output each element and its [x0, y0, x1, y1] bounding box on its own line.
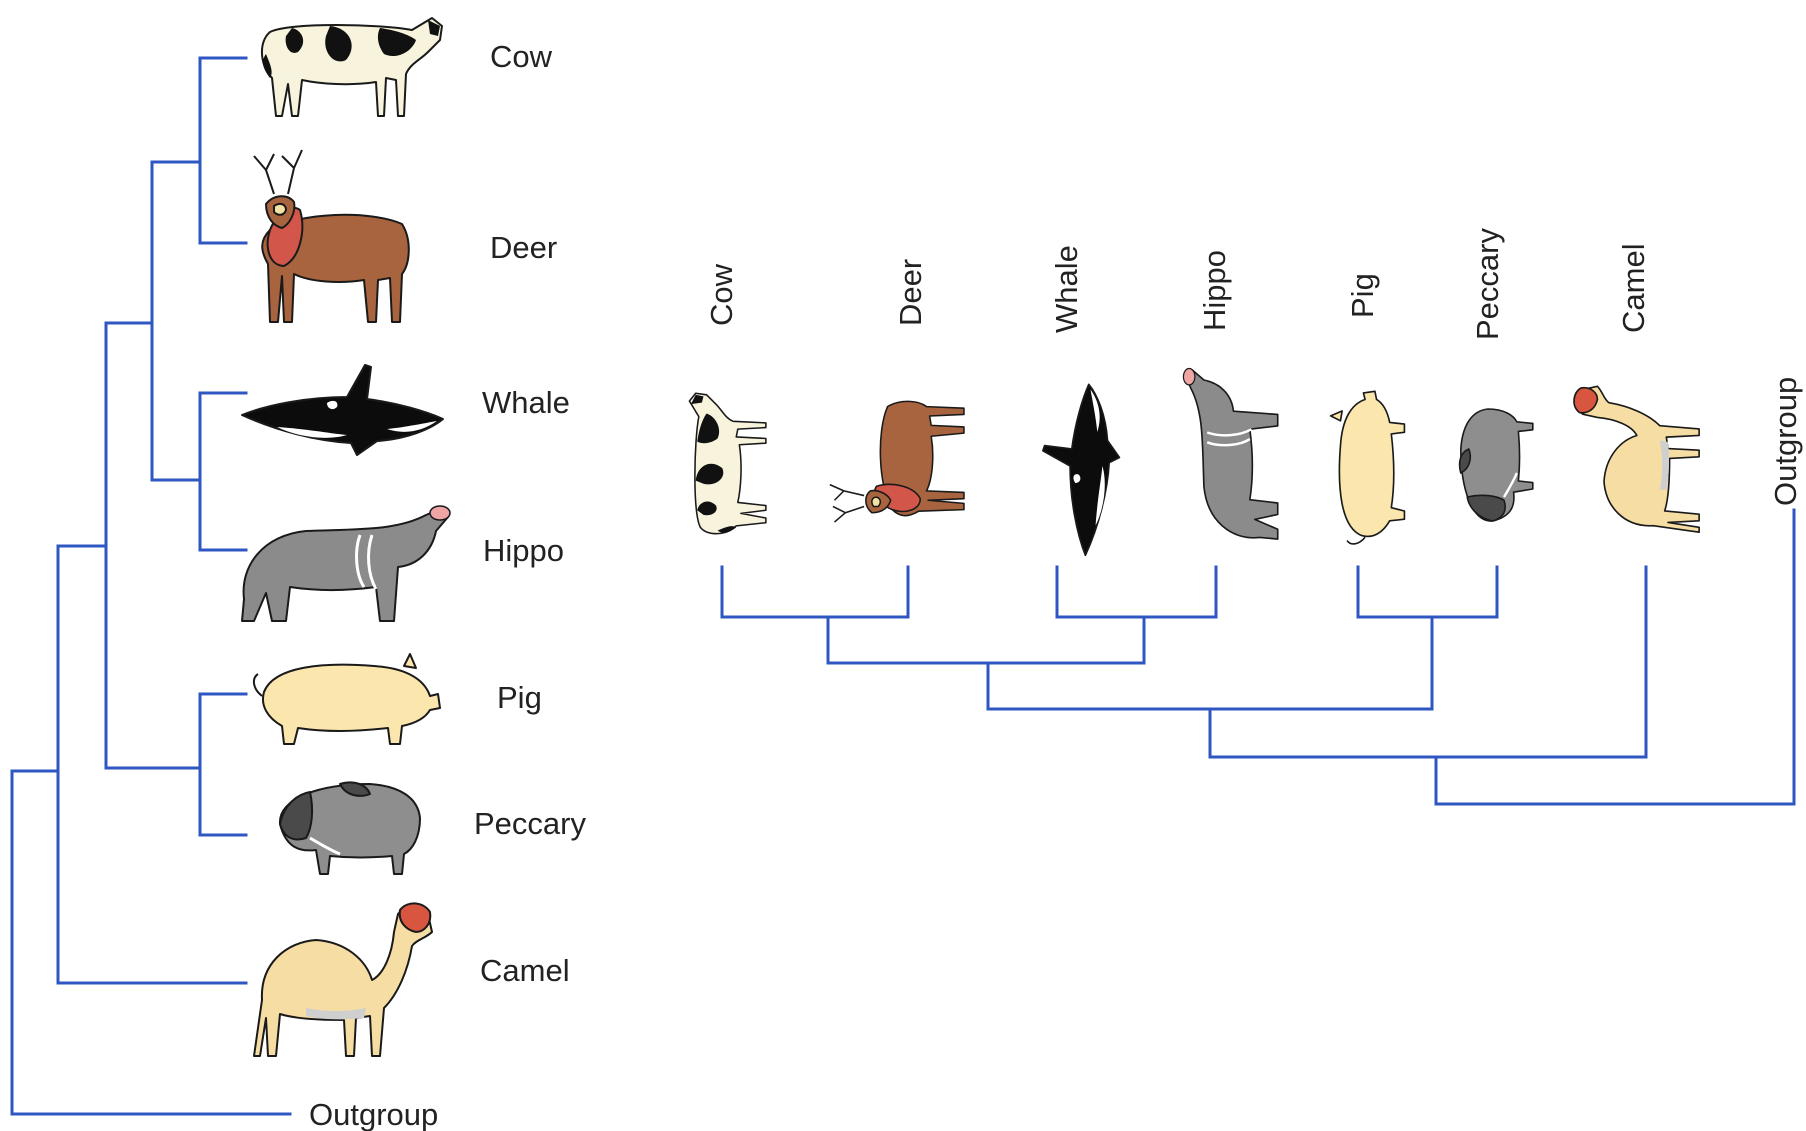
left-label-deer: Deer	[490, 230, 557, 265]
pig-icon	[254, 654, 440, 744]
right-branch-cow-deer	[722, 567, 908, 617]
right-label-deer: Deer	[893, 259, 928, 326]
camel-icon	[254, 903, 432, 1056]
pig-icon	[1331, 391, 1405, 544]
right-label-whale: Whale	[1049, 245, 1084, 333]
left-label-pig: Pig	[497, 680, 542, 715]
whale-icon	[1043, 384, 1120, 555]
right-branch-pig-peccary	[1358, 567, 1497, 617]
left-label-outgroup: Outgroup	[309, 1097, 438, 1131]
right-label-outgroup: Outgroup	[1768, 377, 1803, 506]
left-branch-camel	[58, 546, 246, 983]
right-label-peccary: Peccary	[1470, 228, 1505, 340]
right-label-pig: Pig	[1345, 273, 1380, 318]
right-branch-whale-hippo	[1057, 567, 1216, 617]
camel-icon	[1574, 386, 1699, 532]
right-branch-camel	[1210, 567, 1646, 757]
left-branch-outgroup	[12, 771, 290, 1114]
right-animal-icons	[689, 369, 1699, 556]
left-label-whale: Whale	[482, 385, 570, 420]
right-branch-outgroup	[1436, 510, 1794, 804]
deer-icon	[830, 401, 964, 522]
hippo-icon	[1183, 369, 1277, 540]
peccary-icon	[280, 782, 420, 874]
hippo-icon	[242, 506, 450, 621]
left-branch-bovid-whippo	[152, 162, 200, 480]
cow-icon	[262, 18, 442, 116]
left-label-camel: Camel	[480, 953, 570, 988]
left-branch-cow-deer	[200, 58, 246, 243]
cow-icon	[689, 393, 765, 533]
left-animal-icons	[242, 18, 450, 1056]
left-branch-pig-peccary	[200, 694, 246, 835]
right-label-camel: Camel	[1616, 243, 1651, 333]
left-label-cow: Cow	[490, 39, 553, 74]
right-branch-bovid-whippo	[828, 617, 1144, 663]
peccary-icon	[1460, 409, 1533, 521]
whale-icon	[242, 365, 443, 455]
right-label-hippo: Hippo	[1197, 250, 1232, 331]
left-label-peccary: Peccary	[474, 806, 586, 841]
right-label-cow: Cow	[704, 263, 739, 326]
right-tree	[722, 510, 1794, 804]
left-branch-whale-hippo	[200, 393, 246, 550]
deer-icon	[254, 150, 409, 322]
left-label-hippo: Hippo	[483, 533, 564, 568]
